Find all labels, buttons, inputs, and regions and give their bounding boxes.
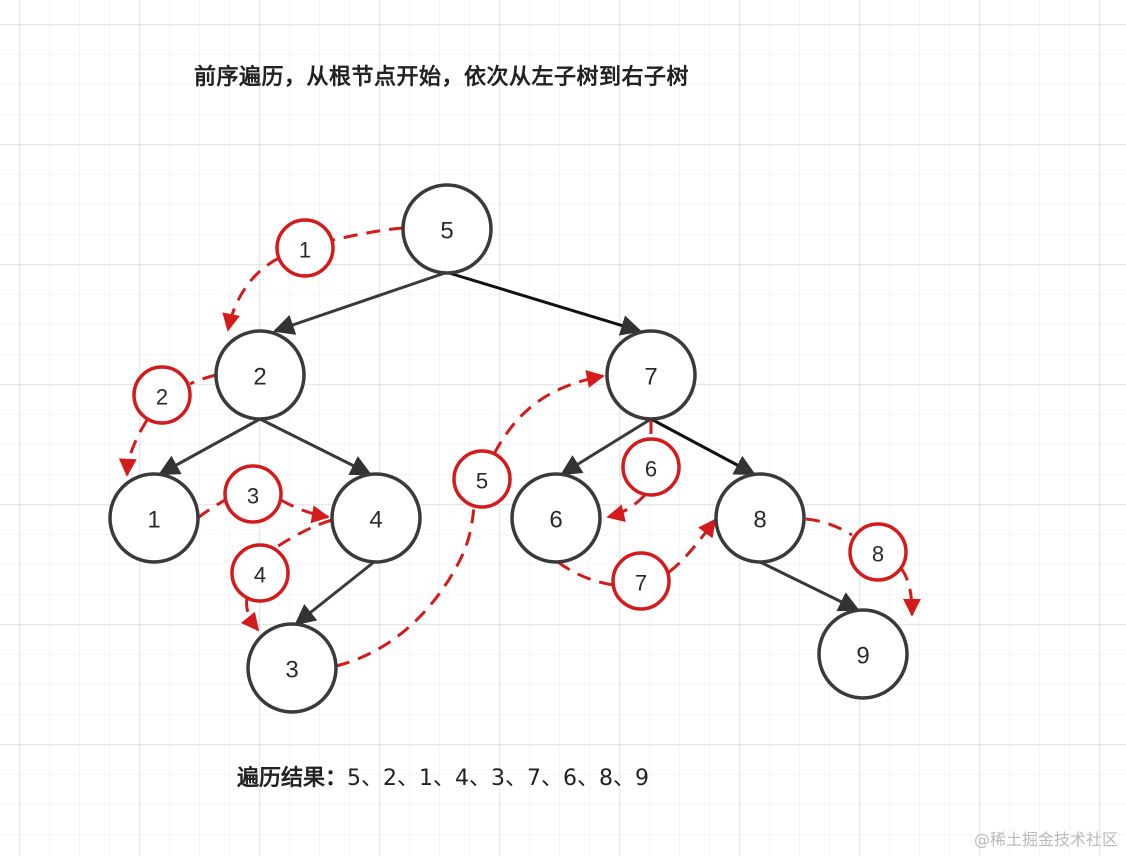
tree-node-1: 1 [108,472,200,564]
tree-node-6: 6 [510,472,602,564]
svg-text:1: 1 [147,507,160,534]
result-label: 遍历结果： [237,766,348,791]
traversal-steps: 1 2 3 4 5 6 7 8 [132,218,908,611]
traversal-result: 遍历结果：5、2、1、4、3、7、6、8、9 [237,760,649,792]
edge-7-6 [560,417,652,476]
svg-text:3: 3 [285,657,298,684]
trail-4 [247,518,333,630]
svg-text:2: 2 [156,385,168,410]
step-marker-6: 6 [621,437,681,497]
edge-5-7 [448,271,643,336]
step-marker-1: 1 [275,218,335,278]
svg-text:4: 4 [369,507,382,534]
tree-node-7: 7 [605,329,697,421]
tree-nodes: 5 2 7 1 4 6 8 3 9 [108,183,909,714]
trail-6 [608,420,653,517]
trail-2 [127,373,217,475]
trail-8 [805,517,912,615]
step-marker-5: 5 [452,449,512,509]
edge-5-2 [273,271,446,335]
tree-node-4: 4 [330,472,422,564]
step-marker-2: 2 [132,365,192,425]
svg-text:1: 1 [299,238,311,263]
tree-node-8: 8 [714,472,806,564]
tree-node-5: 5 [401,183,493,275]
step-marker-8: 8 [848,522,908,582]
svg-text:2: 2 [253,364,266,391]
svg-text:4: 4 [254,563,266,588]
edge-8-9 [759,560,860,612]
svg-text:6: 6 [645,457,657,482]
traversal-trail [127,226,912,668]
edge-4-3 [294,560,375,626]
svg-text:8: 8 [872,542,884,567]
trail-7 [557,520,715,587]
svg-text:5: 5 [440,218,453,245]
diagram-title: 前序遍历，从根节点开始，依次从左子树到右子树 [194,65,690,90]
svg-text:7: 7 [635,571,647,596]
edge-7-8 [650,417,756,476]
step-marker-3: 3 [223,464,283,524]
trail-1 [228,226,404,330]
svg-text:5: 5 [476,469,488,494]
step-marker-7: 7 [611,551,671,611]
svg-text:6: 6 [549,507,562,534]
watermark: @稀土掘金技术社区 [973,830,1118,849]
svg-text:8: 8 [753,507,766,534]
tree-node-3: 3 [246,622,338,714]
trail-3 [197,500,328,518]
edge-2-4 [259,417,372,476]
tree-node-2: 2 [214,329,306,421]
svg-text:9: 9 [856,643,869,670]
trail-5 [335,376,603,668]
svg-text:7: 7 [644,364,657,391]
edge-2-1 [158,417,261,476]
tree-node-9: 9 [817,608,909,700]
tree-edges [158,271,860,626]
svg-text:3: 3 [247,484,259,509]
result-values: 5、2、1、4、3、7、6、8、9 [347,766,649,791]
step-marker-4: 4 [230,543,290,603]
